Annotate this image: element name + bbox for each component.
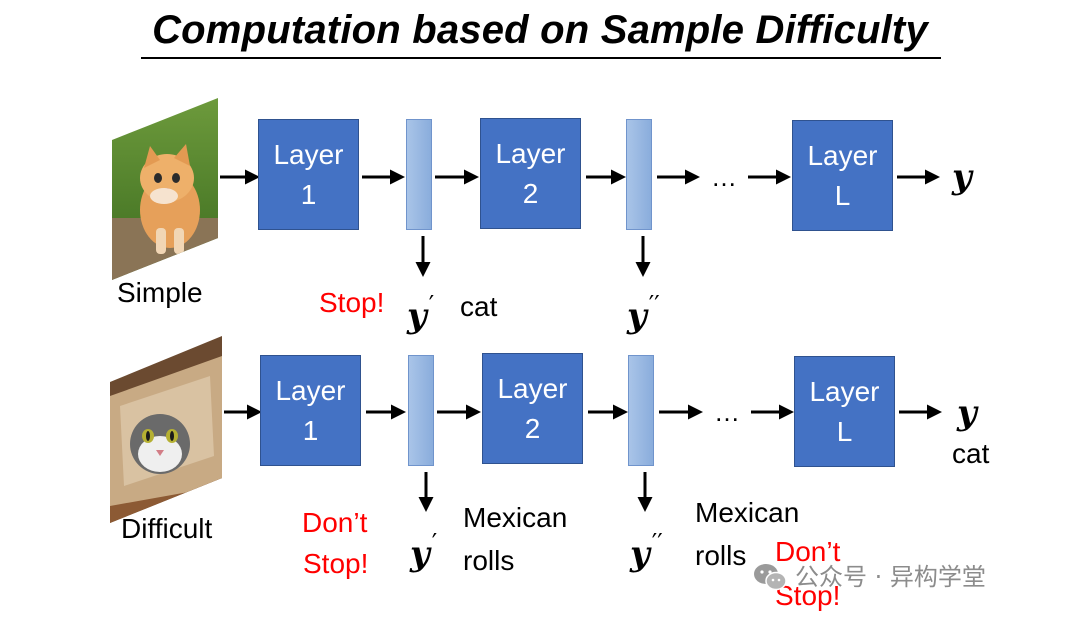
difficult-layer-L-label: Layer bbox=[809, 375, 880, 407]
diagram-title: Computation based on Sample Difficulty bbox=[152, 8, 928, 52]
title-underline bbox=[141, 57, 941, 59]
difficult-layer-L: Layer L bbox=[794, 356, 895, 467]
difficult-exit1-prediction-line1: Mexican bbox=[463, 502, 568, 533]
difficult-final-output: y bbox=[957, 393, 977, 433]
watermark: 公众号 · 异构学堂 bbox=[753, 562, 986, 592]
difficult-exit2-prediction-line1: Mexican bbox=[695, 497, 800, 528]
simple-kitten-image bbox=[112, 98, 218, 280]
difficult-layer-2: Layer 2 bbox=[482, 353, 583, 464]
difficult-layer-L-index: L bbox=[836, 415, 853, 447]
difficult-cat-image bbox=[110, 336, 222, 523]
difficult-exit2-decision-line2: Stop! bbox=[775, 580, 841, 611]
simple-ellipsis: … bbox=[711, 162, 737, 192]
difficult-layer-1-index: 1 bbox=[302, 414, 319, 446]
simple-exit1-decision: Stop! bbox=[319, 287, 385, 318]
difficult-layer-1-label: Layer bbox=[275, 374, 346, 406]
difficult-final-prediction: cat bbox=[952, 438, 990, 469]
difficult-layer-1: Layer 1 bbox=[260, 355, 361, 466]
difficult-exit-bar-1 bbox=[408, 355, 434, 466]
simple-layer-1-index: 1 bbox=[300, 178, 317, 210]
simple-exit1-output: y′ bbox=[407, 291, 435, 336]
simple-layer-2: Layer 2 bbox=[480, 118, 581, 229]
watermark-text: 公众号 · 异构学堂 bbox=[795, 563, 986, 591]
simple-layer-2-index: 2 bbox=[522, 177, 539, 209]
difficult-exit2-decision-line1: Don’t bbox=[775, 536, 841, 567]
simple-exit-bar-1 bbox=[406, 119, 432, 230]
row-label-simple: Simple bbox=[117, 277, 203, 308]
difficult-exit1-decision-line2: Stop! bbox=[303, 548, 369, 579]
simple-exit-bar-2 bbox=[626, 119, 652, 230]
difficult-ellipsis: … bbox=[714, 397, 740, 427]
difficult-exit1-decision-line1: Don’t bbox=[302, 507, 368, 538]
difficult-exit2-prediction-line2: rolls bbox=[695, 540, 747, 571]
difficult-exit-bar-2 bbox=[628, 355, 654, 466]
wechat-icon bbox=[754, 564, 787, 591]
simple-layer-1-label: Layer bbox=[273, 138, 344, 170]
simple-layer-L-index: L bbox=[834, 179, 851, 211]
difficult-layer-2-index: 2 bbox=[524, 412, 541, 444]
difficult-exit2-output: y′′ bbox=[630, 529, 663, 574]
simple-layer-L-label: Layer bbox=[807, 139, 878, 171]
difficult-layer-2-label: Layer bbox=[497, 372, 568, 404]
simple-layer-1: Layer 1 bbox=[258, 119, 359, 230]
difficult-exit1-prediction-line2: rolls bbox=[463, 545, 515, 576]
difficult-exit1-output: y′ bbox=[410, 529, 438, 574]
simple-layer-L: Layer L bbox=[792, 120, 893, 231]
simple-exit1-prediction: cat bbox=[460, 291, 498, 322]
simple-layer-2-label: Layer bbox=[495, 137, 566, 169]
simple-exit2-output: y′′ bbox=[627, 291, 660, 336]
simple-final-output: y bbox=[952, 157, 972, 197]
row-label-difficult: Difficult bbox=[121, 513, 213, 544]
